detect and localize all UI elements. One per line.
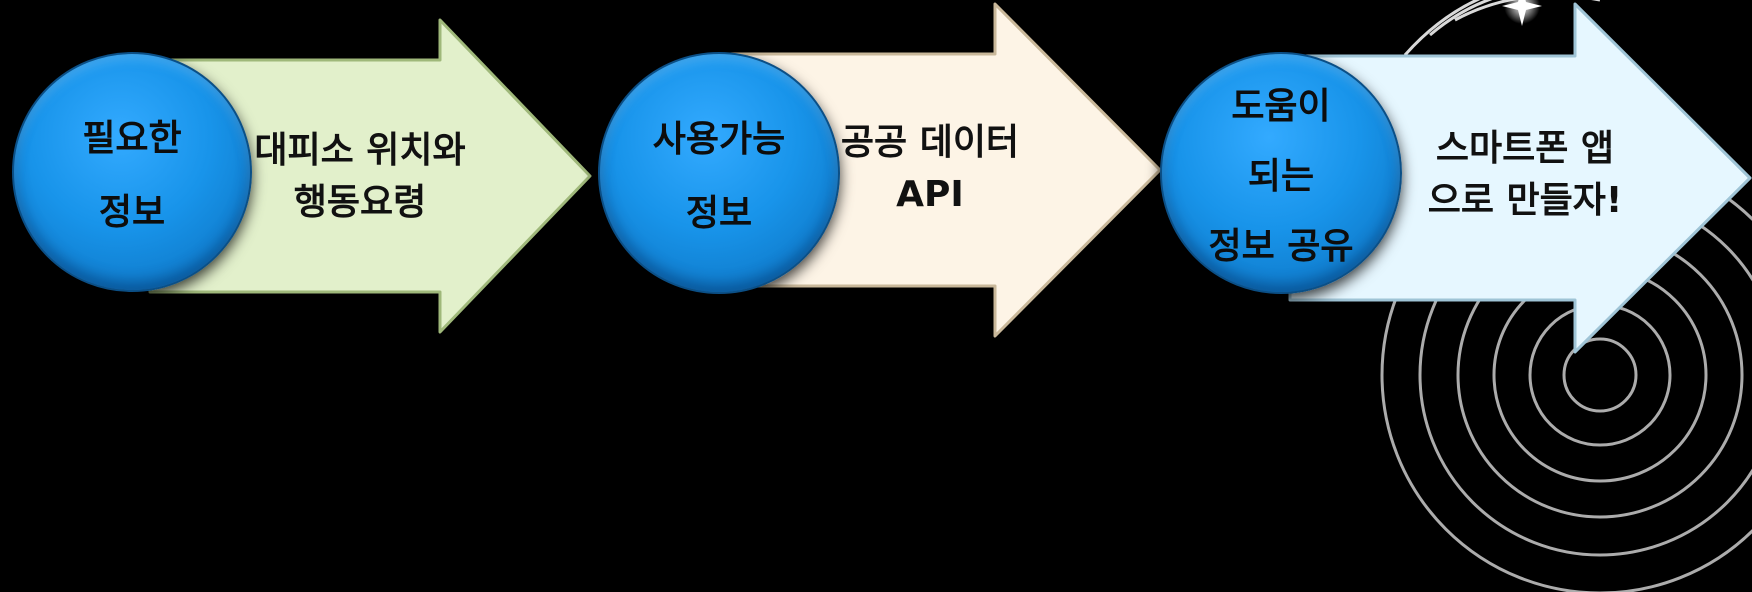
arrow-step-2 [728,2,1162,338]
circle-line: 사용가능 [652,119,786,160]
arrow-line: 행동요령 [293,182,427,223]
circle-line: 정보 [98,192,166,233]
decor-ring [1562,337,1638,413]
arrow-line: 공공 데이터 [840,122,1020,163]
circle-line: 정보 공유 [1208,226,1354,267]
arrow-text-step-3: 스마트폰 앱 으로 만들자! [1400,120,1650,230]
arrow-line: 대피소 위치와 [254,130,466,171]
arrow-step-3 [1288,2,1752,354]
circle-line: 정보 [685,193,753,234]
circle-step-2: 사용가능 정보 [598,52,840,294]
arrow-line: 스마트폰 앱 [1435,128,1615,169]
circle-step-1: 필요한 정보 [12,52,252,292]
sparkle-icon [1502,0,1542,26]
decor-arc-group [1403,0,1600,56]
circle-line: 필요한 [82,118,182,159]
arrow-text-step-1: 대피소 위치와 행동요령 [230,122,490,232]
circle-step-3: 도움이 되는 정보 공유 [1160,52,1402,294]
arrow-line: 으로 만들자! [1427,180,1623,221]
arrow-text-step-2: 공공 데이터 API [820,114,1040,224]
arrow-step-1 [148,18,592,334]
arrow-line: API [896,174,964,215]
circle-line: 도움이 [1231,86,1331,127]
circle-line: 되는 [1247,156,1315,197]
